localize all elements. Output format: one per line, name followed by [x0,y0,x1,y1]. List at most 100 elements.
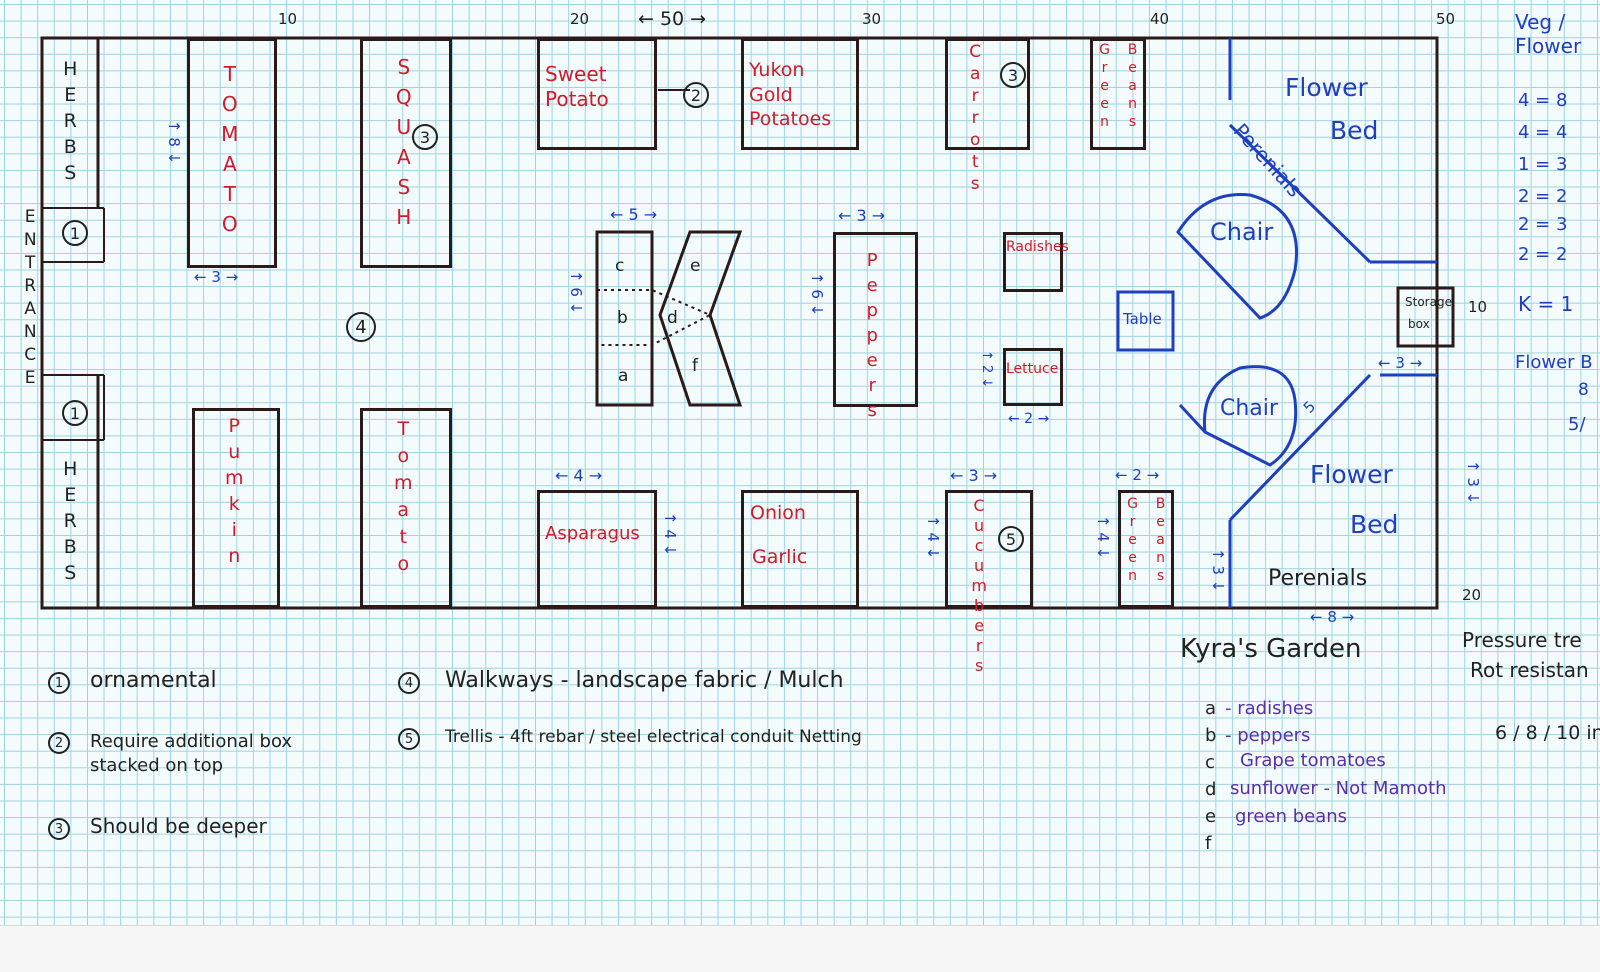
legend-key-e: e [1205,806,1217,827]
k-count: K = 1 [1518,292,1574,316]
scale-mark-30: 30 [862,10,882,28]
flower-bed-bottom-bed: Bed [1350,510,1399,539]
circled-number-1: 1 [62,220,88,246]
onion-garlic-bed[interactable] [741,490,859,608]
flower-bed-bottom-perenials: Perenials [1268,566,1368,591]
green-beans-top-right-label: Beans [1124,42,1141,132]
note-2-number: 2 [48,732,70,754]
carrots-bed[interactable] [945,38,1030,150]
note-4-number: 4 [398,672,420,694]
circled-number-5: 5 [998,526,1024,552]
peppers-label: Peppers [861,250,883,425]
pressure-treated-note: Pressure tre [1462,628,1582,652]
flower-bed-width-dim: ← 8 → [1310,608,1355,626]
beans-width-dim: ← 2 → [1115,466,1160,484]
asparagus-width-dim: ← 4 → [555,466,603,485]
green-beans-bottom-right-label: Beans [1152,496,1169,586]
count-row-6: 2 = 2 [1518,244,1568,265]
note-3-text: Should be deeper [90,814,267,838]
asparagus-label: Asparagus [545,523,640,544]
storage-box-width-dim: ← 3 → [1378,354,1423,372]
garden-outline-drawing [40,36,1455,610]
flower-bed-top-title: Flower [1285,73,1368,102]
sweet-potato-bed[interactable] [537,38,657,150]
note-1-number: 1 [48,672,70,694]
table-label[interactable]: Table [1123,310,1162,328]
peppers-height-dim: ↑ 6 ↓ [808,272,826,317]
note-3-number: 3 [48,818,70,840]
onion-label: Onion [750,502,806,524]
peppers-bed[interactable] [833,232,918,407]
chair-2-label[interactable]: Chair [1220,396,1278,421]
note-5-number: 5 [398,728,420,750]
yukon-gold-potatoes-bed[interactable] [741,38,859,150]
k-letter-b: b [617,308,628,328]
legend-text-c: Grape tomatoes [1240,750,1386,771]
circled-number-3-carrots: 3 [1000,62,1026,88]
scale-mark-40: 40 [1150,10,1170,28]
flower-b-note: Flower B [1515,352,1593,373]
k-letter-f: f [692,356,698,376]
flower-bed-height-dim: ↑ 3 ↓ [1209,548,1227,593]
legend-text-e: green beans [1235,806,1348,827]
cucumbers-height-dim: ↑ 4 ↓ [924,515,942,560]
k-letter-c: c [615,256,625,276]
green-beans-bottom-left-label: Green [1124,496,1141,586]
radishes-label: Radishes [1006,239,1069,255]
flower-b-val-2: 5/ [1568,414,1586,435]
legend-key-a: a [1205,698,1217,719]
lettuce-width-dim: ← 2 → [1008,411,1050,427]
garden-title: Kyra's Garden [1180,634,1362,664]
legend-text-b: - peppers [1225,725,1311,746]
asparagus-height-dim: ↑ 4 ↓ [661,512,679,557]
circled-number-2: 2 [683,82,709,108]
flower-bed-bottom-title: Flower [1310,460,1393,489]
asparagus-bed[interactable] [537,490,657,608]
cucumbers-bed[interactable] [945,490,1033,608]
tomato-bottom-label: Tomato [392,418,415,580]
pumkin-label: Pumkin [223,415,246,571]
radishes-bed[interactable] [1003,232,1063,292]
cucumbers-label: Cucumbers [969,496,989,676]
scale-mark-20: 20 [570,10,590,28]
chair-1-label[interactable]: Chair [1210,218,1274,246]
green-beans-top-left-label: Green [1096,42,1113,132]
green-beans-bed-bottom[interactable] [1118,490,1174,608]
flower-bed-top-bed: Bed [1330,116,1379,145]
lumber-sizes-note: 6 / 8 / 10 in [1495,722,1600,744]
graph-paper-sheet: 10 20 30 40 50 10 20 ← 50 → HERBS 1 ENTR… [0,0,1600,925]
legend-key-c: c [1205,752,1215,773]
lettuce-label: Lettuce [1006,361,1059,377]
legend-text-a: - radishes [1225,698,1314,719]
scale-mark-10: 10 [278,10,298,28]
rot-resistant-note: Rot resistan [1470,658,1589,682]
storage-box-label-line-1: Storage [1405,295,1452,309]
k-letter-a: a [618,366,629,386]
legend-key-d: d [1205,779,1217,800]
scale-mark-side-10: 10 [1468,298,1488,316]
k-bed-height-dim: ↑ 6 ↓ [567,270,585,315]
circled-number-4-walkway: 4 [346,312,376,342]
scan-bottom-margin [0,925,1600,972]
tomato-bed-bottom[interactable] [360,408,452,608]
pumkin-bed[interactable] [192,408,280,608]
green-beans-bed-top[interactable] [1090,38,1146,150]
k-letter-e: e [690,256,701,276]
yukon-gold-potatoes-label: Yukon Gold Potatoes [749,59,832,131]
herbs-top-label: HERBS [59,58,82,188]
carrots-label: Carrots [965,42,986,196]
tomato-height-dim: ↑ 8 ↓ [165,120,183,165]
count-row-1: 4 = 8 [1518,90,1568,111]
tomato-top-label: TOMATO [217,62,242,242]
lettuce-bed[interactable] [1003,348,1063,406]
legend-key-f: f [1205,833,1212,854]
squash-label: SQUASH [391,55,416,235]
tomato-bed-top[interactable] [187,38,277,268]
tomato-width-dim: ← 3 → [194,268,239,286]
right-height-dim: ↑ 3 ↓ [1464,460,1482,505]
dimension-top-50: ← 50 → [638,8,707,30]
squash-bed[interactable] [360,38,452,268]
legend-text-d: sunflower - Not Mamoth [1230,778,1447,799]
entrance-label: ENTRANCE [20,207,41,391]
note-4-text: Walkways - landscape fabric / Mulch [445,668,844,693]
